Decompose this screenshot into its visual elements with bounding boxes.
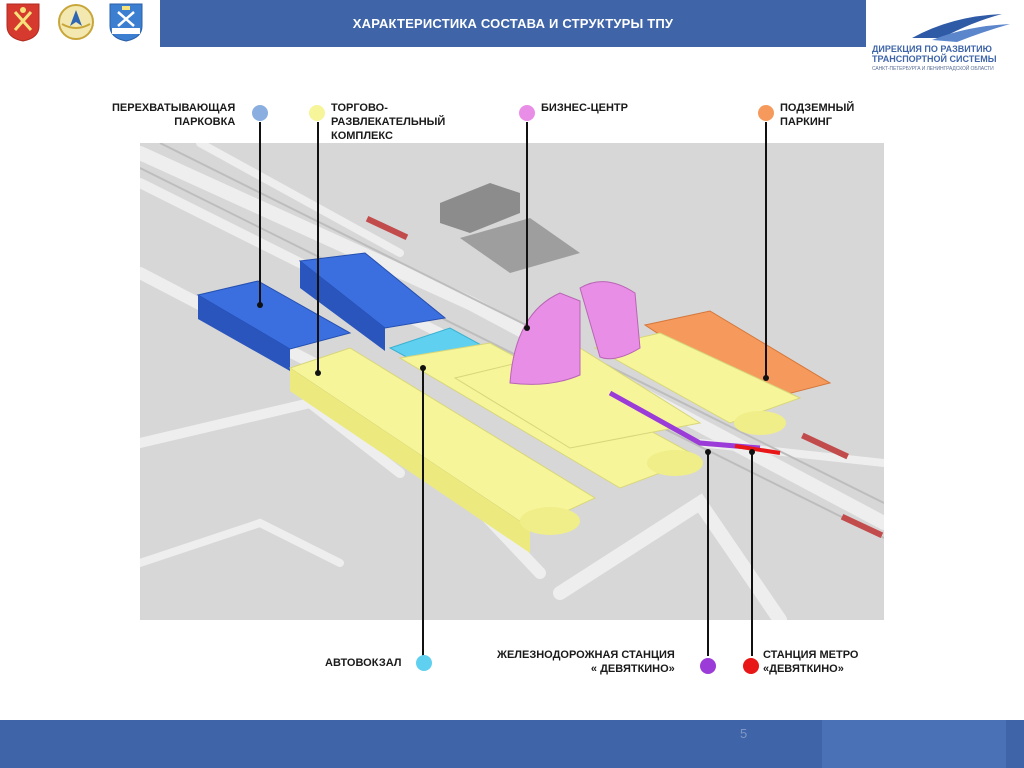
label-underground-parking: ПОДЗЕМНЫЙ ПАРКИНГ <box>780 102 855 128</box>
transport-emblem-icon <box>52 2 100 42</box>
label-metro-station: СТАНЦИЯ МЕТРО «ДЕВЯТКИНО» <box>763 649 859 675</box>
parking-color-dot <box>252 105 268 121</box>
bus-station-color-dot <box>416 655 432 671</box>
tpu-3d-render <box>140 143 884 620</box>
logo-swoosh-icon <box>912 14 1010 42</box>
label-shopping-mall: ТОРГОВО- РАЗВЛЕКАТЕЛЬНЫЙ КОМПЛЕКС <box>331 102 446 142</box>
mall-color-dot <box>309 105 325 121</box>
business-center-color-dot <box>519 105 535 121</box>
railway-station-color-dot <box>700 658 716 674</box>
label-intercept-parking: ПЕРЕХВАТЫВАЮЩАЯ ПАРКОВКА <box>112 102 236 128</box>
label-bus-station: АВТОВОКЗАЛ <box>325 657 402 669</box>
page-number: 5 <box>740 726 748 741</box>
logo-line-1: ДИРЕКЦИЯ ПО РАЗВИТИЮ <box>872 44 992 54</box>
label-railway-station: ЖЕЛЕЗНОДОРОЖНАЯ СТАНЦИЯ « ДЕВЯТКИНО» <box>497 649 675 675</box>
leningrad-oblast-coat-icon <box>108 2 144 42</box>
page-title: ХАРАКТЕРИСТИКА СОСТАВА И СТРУКТУРЫ ТПУ <box>160 0 866 47</box>
footer-panel <box>822 720 1006 768</box>
spb-coat-of-arms-icon <box>5 2 41 42</box>
metro-station-color-dot <box>743 658 759 674</box>
underground-parking-color-dot <box>758 105 774 121</box>
label-business-center: БИЗНЕС-ЦЕНТР <box>541 102 628 114</box>
directorate-logo: ДИРЕКЦИЯ ПО РАЗВИТИЮ ТРАНСПОРТНОЙ СИСТЕМ… <box>872 8 1014 80</box>
logo-line-3: САНКТ-ПЕТЕРБУРГА И ЛЕНИНГРАДСКОЙ ОБЛАСТИ <box>872 66 994 72</box>
logo-line-2: ТРАНСПОРТНОЙ СИСТЕМЫ <box>872 54 997 64</box>
